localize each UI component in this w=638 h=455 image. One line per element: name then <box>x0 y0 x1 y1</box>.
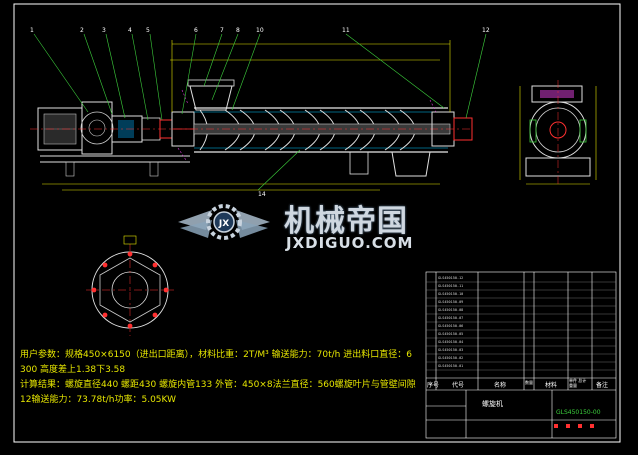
side-section-view <box>519 80 597 186</box>
callout-label: 4 <box>128 27 132 34</box>
svg-text:GLS450150-04: GLS450150-04 <box>438 340 463 344</box>
title-block-title: 螺旋机 <box>482 400 503 408</box>
svg-text:GLS450150-12: GLS450150-12 <box>438 276 463 280</box>
watermark-url: JXDIGUO.COM <box>286 234 414 252</box>
svg-text:GLS450150-10: GLS450150-10 <box>438 292 463 296</box>
title-block <box>425 271 617 439</box>
tb-col-index: 序号 <box>427 382 440 389</box>
tb-col-qty: 数量 <box>525 380 533 385</box>
tb-col-name: 名称 <box>494 382 507 389</box>
watermark-logo: JX <box>178 204 270 240</box>
svg-text:GLS450150-08: GLS450150-08 <box>438 308 463 312</box>
callout-label: 14 <box>258 191 266 198</box>
svg-text:GLS450150-05: GLS450150-05 <box>438 332 463 336</box>
note-line: 计算结果：螺旋直径440 螺距430 螺旋内管133 外管：450×8法兰直径：… <box>20 380 416 390</box>
tb-col-material: 材料 <box>545 382 558 389</box>
callout-label: 10 <box>256 27 264 34</box>
svg-text:GLS450150-01: GLS450150-01 <box>438 364 463 368</box>
svg-text:GLS450150-09: GLS450150-09 <box>438 300 463 304</box>
main-elevation-view <box>30 33 487 191</box>
svg-text:GLS450150-11: GLS450150-11 <box>438 284 463 288</box>
tb-col-code: 代号 <box>452 382 465 389</box>
watermark-badge-text: JX <box>218 219 229 229</box>
callout-label: 11 <box>342 27 350 34</box>
callout-label: 6 <box>194 27 198 34</box>
note-line: 用户参数：规格450×6150（进出口距离），材料比重：2T/M³ 输送能力：7… <box>20 350 412 360</box>
callout-label: 3 <box>102 27 106 34</box>
title-block-drawing-number: GLS450150-00 <box>556 409 601 416</box>
svg-text:GLS450150-03: GLS450150-03 <box>438 348 463 352</box>
svg-text:GLS450150-06: GLS450150-06 <box>438 324 463 328</box>
drawing-border <box>13 3 621 443</box>
callout-label: 2 <box>80 27 84 34</box>
svg-text:GLS450150-02: GLS450150-02 <box>438 356 463 360</box>
tb-col-weight: 单件 总计 重量 <box>569 378 587 388</box>
callout-label: 1 <box>30 27 34 34</box>
callout-label: 5 <box>146 27 150 34</box>
note-line: 300 高度差上1.38下3.58 <box>20 365 126 375</box>
svg-text:GLS450150-07: GLS450150-07 <box>438 316 463 320</box>
note-line: 12输送能力：73.78t/h功率：5.05KW <box>20 395 177 405</box>
technical-notes: 用户参数：规格450×6150（进出口距离），材料比重：2T/M³ 输送能力：7… <box>20 348 420 408</box>
tb-col-remark: 备注 <box>596 382 609 389</box>
callout-label: 7 <box>220 27 224 34</box>
callout-labels: 1 2 3 4 5 6 7 8 10 11 12 14 <box>30 27 490 198</box>
watermark-brand-name: 机械帝国 <box>284 204 408 239</box>
flange-detail-view <box>86 235 174 336</box>
callout-label: 12 <box>482 27 490 34</box>
callout-label: 8 <box>236 27 240 34</box>
